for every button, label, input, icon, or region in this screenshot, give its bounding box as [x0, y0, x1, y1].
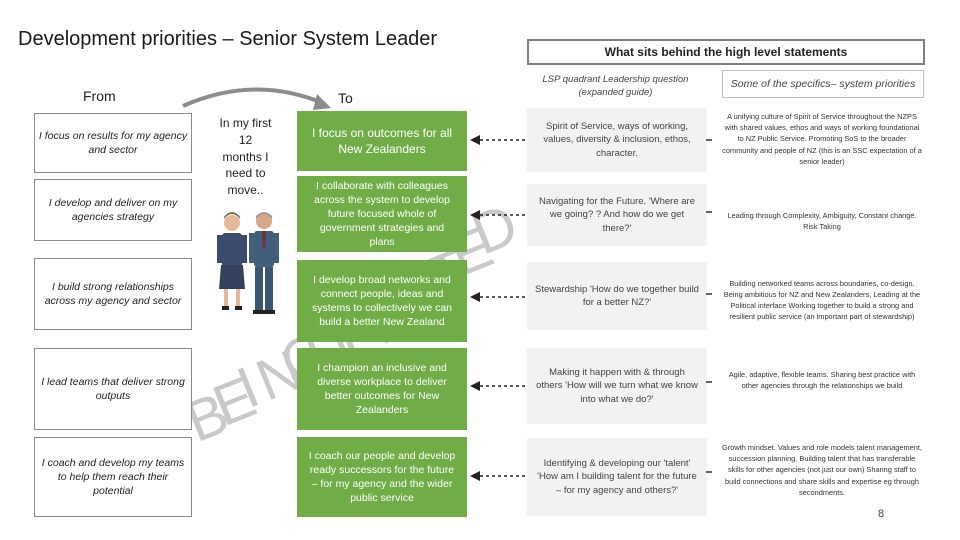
specifics-text: Leading through Complexity, Ambiguity, C…	[727, 210, 917, 231]
specifics-text: A unifying culture of Spirit of Service …	[722, 112, 922, 166]
to-box: I develop broad networks and connect peo…	[297, 260, 467, 342]
to-box: I champion an inclusive and diverse work…	[297, 348, 467, 430]
from-box: I focus on results for my agency and sec…	[34, 113, 192, 173]
from-label: From	[83, 88, 116, 104]
lsp-column-header: LSP quadrant Leadership question (expand…	[542, 74, 689, 98]
specifics-text: Building networked teams across boundari…	[723, 278, 921, 322]
lsp-box: Stewardship 'How do we together build fo…	[527, 262, 707, 330]
specifics-text: Agile, adaptive, flexible teams. Sharing…	[728, 369, 916, 390]
behind-statements-header: What sits behind the high level statemen…	[527, 39, 925, 65]
specifics-text: Growth mindset. Values and role models t…	[722, 443, 922, 497]
from-box: I coach and develop my teams to help the…	[34, 437, 192, 517]
from-box: I build strong relationships across my a…	[34, 258, 192, 330]
connector-ticks	[706, 139, 712, 473]
from-box: I lead teams that deliver strong outputs	[34, 348, 192, 430]
lsp-box: Making it happen with & through others '…	[527, 348, 707, 424]
from-box: I develop and deliver on my agencies str…	[34, 179, 192, 241]
to-box: I collaborate with colleagues across the…	[297, 176, 467, 252]
page-title: Development priorities – Senior System L…	[18, 28, 438, 50]
page-number: 8	[878, 508, 885, 520]
dashed-arrows	[470, 135, 526, 481]
people-illustration	[217, 212, 279, 314]
to-box: I focus on outcomes for all New Zealande…	[297, 111, 467, 171]
to-label: To	[338, 90, 353, 106]
lsp-box: Identifying & developing our 'talent' 'H…	[527, 438, 707, 516]
lsp-box: Spirit of Service, ways of working, valu…	[527, 108, 707, 172]
specifics-column-header: Some of the specifics– system priorities	[722, 70, 924, 98]
first-months-note: In my first 12 months I need to move..	[219, 116, 272, 198]
curved-arrow-icon	[182, 87, 331, 110]
lsp-box: Navigating for the Future. 'Where are we…	[527, 184, 707, 246]
to-box: I coach our people and develop ready suc…	[297, 437, 467, 517]
